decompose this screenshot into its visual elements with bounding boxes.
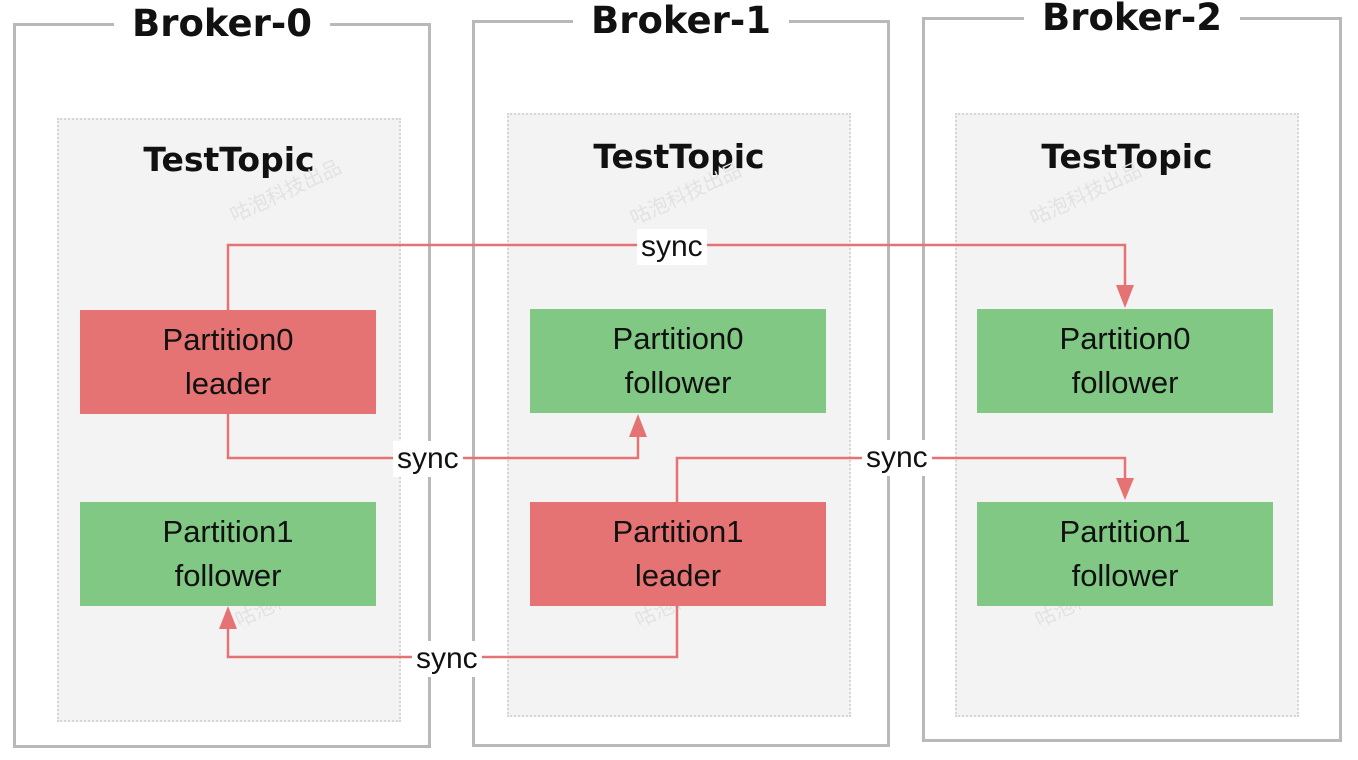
partition-name: Partition0 xyxy=(1059,321,1191,356)
partition-role: leader xyxy=(634,558,722,593)
broker-0: Broker-0 xyxy=(13,2,431,748)
broker-title: Broker-1 xyxy=(573,0,789,42)
partition-box-broker-2-p0: Partition0 follower xyxy=(977,309,1273,413)
arrowhead-down xyxy=(1116,478,1134,500)
partition-role: follower xyxy=(174,558,282,593)
topic-title: TestTopic xyxy=(1041,137,1213,176)
partition-name: Partition1 xyxy=(1059,514,1191,549)
arrowhead-up xyxy=(219,606,237,629)
partition-box-broker-2-p1: Partition1 follower xyxy=(977,502,1273,606)
topic-title: TestTopic xyxy=(593,137,765,176)
partition-role: follower xyxy=(1071,365,1179,400)
arrowhead-up xyxy=(629,414,647,437)
partition-box-broker-0-p1: Partition1 follower xyxy=(80,502,376,606)
topic-area-broker-2: TestTopic xyxy=(955,113,1299,717)
partition-role: follower xyxy=(624,365,732,400)
sync-label: sync xyxy=(637,229,707,265)
broker-2: Broker-2 xyxy=(922,0,1342,742)
partition-box-broker-1-p0: Partition0 follower xyxy=(530,309,826,413)
sync-label: sync xyxy=(862,440,932,476)
sync-label: sync xyxy=(393,441,463,477)
partition-name: Partition1 xyxy=(612,514,744,549)
partition-name: Partition0 xyxy=(162,322,294,357)
partition-name: Partition0 xyxy=(612,321,744,356)
topic-title: TestTopic xyxy=(143,140,315,179)
broker-title: Broker-2 xyxy=(1024,0,1240,39)
partition-name: Partition1 xyxy=(162,514,294,549)
sync-label: sync xyxy=(412,641,482,677)
arrowhead-down xyxy=(1116,285,1134,308)
topic-area-broker-1: TestTopic xyxy=(507,113,851,717)
partition-box-broker-0-p0: Partition0 leader xyxy=(80,310,376,414)
partition-role: leader xyxy=(184,366,272,401)
broker-1: Broker-1 xyxy=(472,0,890,747)
partition-role: follower xyxy=(1071,558,1179,593)
broker-title: Broker-0 xyxy=(114,2,330,45)
partition-box-broker-1-p1: Partition1 leader xyxy=(530,502,826,606)
